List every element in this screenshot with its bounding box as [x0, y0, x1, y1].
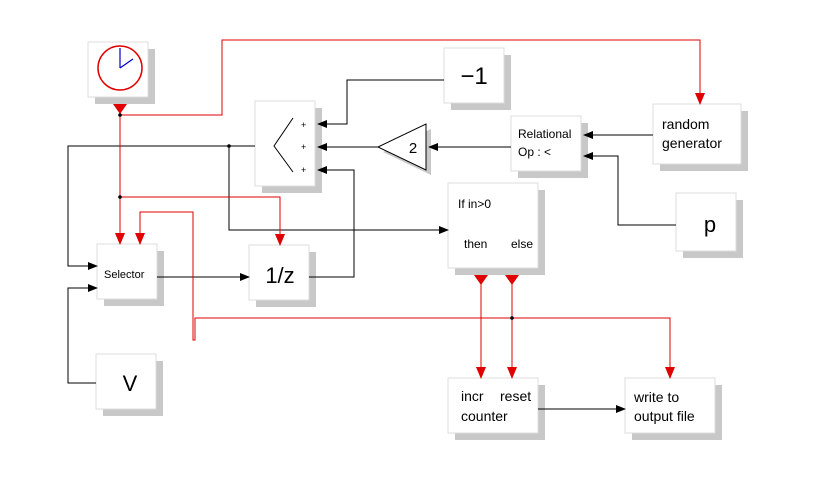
- link-v-to-selector[interactable]: [67, 284, 98, 384]
- random-label-line2: generator: [662, 135, 722, 151]
- then-label: then: [464, 237, 487, 251]
- sum-input-1-sign: +: [301, 120, 306, 130]
- counter-block[interactable]: incr reset counter: [447, 377, 545, 440]
- selector-label: Selector: [104, 269, 145, 281]
- v-label: V: [123, 371, 138, 396]
- gain-label: 2: [409, 140, 417, 157]
- delay-label: 1/z: [265, 263, 294, 288]
- link-sum-to-ifthen[interactable]: [228, 146, 449, 234]
- relational-label-line1: Relational: [518, 127, 571, 141]
- gain-block[interactable]: 2: [376, 123, 431, 175]
- write-output-block[interactable]: write to output file: [624, 377, 722, 440]
- sum-input-3-sign: +: [301, 165, 306, 175]
- link-sum-to-selector[interactable]: [67, 145, 255, 270]
- minus-one-label: −1: [460, 63, 487, 90]
- event-else-to-selector[interactable]: [135, 211, 512, 341]
- event-clock-to-delay[interactable]: [120, 196, 285, 246]
- clock-icon: [97, 45, 143, 91]
- delay-block[interactable]: 1/z: [248, 244, 316, 307]
- event-clock-to-random[interactable]: [120, 39, 705, 116]
- link-p-to-relational[interactable]: [583, 152, 676, 226]
- if-then-else-block[interactable]: If in>0 then else: [447, 182, 545, 275]
- clock-block[interactable]: [87, 41, 155, 104]
- write-label-line1: write to: [633, 389, 679, 405]
- counter-label: counter: [461, 408, 508, 424]
- link-delay-to-sum[interactable]: [309, 166, 355, 278]
- else-label: else: [511, 237, 533, 251]
- if-condition-label: If in>0: [458, 197, 491, 211]
- sum-input-2-sign: +: [301, 142, 306, 152]
- link-minus-one-to-sum[interactable]: [317, 79, 444, 128]
- p-label: p: [704, 212, 716, 237]
- sum-block[interactable]: + + +: [254, 100, 322, 193]
- event-else-to-writer[interactable]: [512, 317, 675, 379]
- constant-minus-one-block[interactable]: −1: [443, 47, 511, 110]
- v-block[interactable]: V: [95, 353, 163, 416]
- relational-label-line2: Op : <: [518, 145, 551, 159]
- counter-incr-label: incr: [461, 388, 484, 404]
- write-label-line2: output file: [634, 408, 695, 424]
- selector-block[interactable]: Selector: [96, 243, 164, 306]
- random-generator-block[interactable]: random generator: [652, 103, 748, 171]
- counter-reset-label: reset: [500, 388, 531, 404]
- relational-op-block[interactable]: Relational Op : <: [510, 115, 588, 178]
- random-label-line1: random: [662, 116, 709, 132]
- p-block[interactable]: p: [675, 192, 743, 258]
